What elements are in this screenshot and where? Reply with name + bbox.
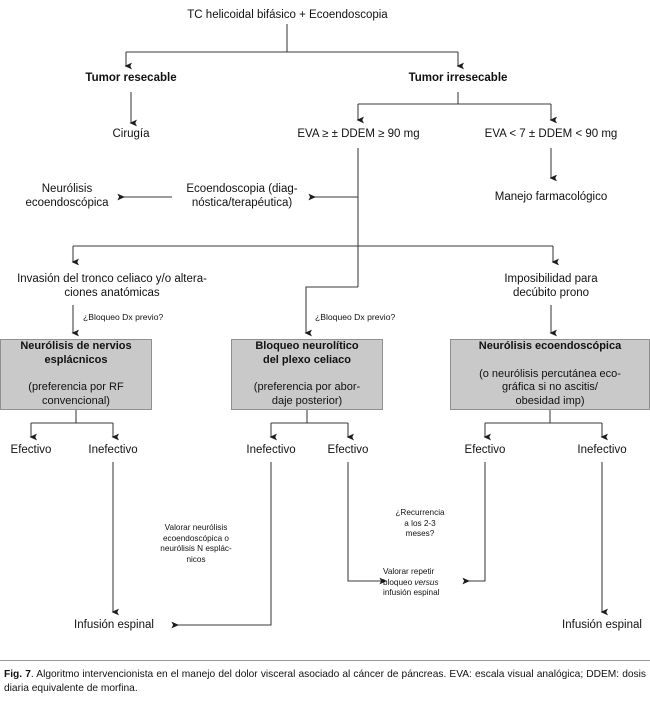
figure-caption: Fig. 7. Algoritmo intervencionista en el…: [0, 660, 650, 697]
annotation-recurrencia: ¿Recurrencia a los 2-3 meses?: [395, 508, 445, 539]
box-neurolisis-esplacnicos-head: Neurólisis de nervios esplácnicos: [20, 339, 132, 366]
outcome-right-efectivo: Efectivo: [464, 444, 506, 456]
node-cirugia: Cirugía: [112, 128, 150, 140]
node-invasion-tronco-celiaco: Invasión del tronco celiaco y/o altera- …: [17, 273, 207, 300]
figure-caption-text: . Algoritmo intervencionista en el manej…: [4, 669, 646, 695]
valorar-repetir-line3: infusión espinal: [383, 588, 440, 598]
outcome-mid-inefectivo: Inefectivo: [246, 444, 296, 456]
node-root: TC helicoidal bifásico + Ecoendoscopia: [187, 9, 388, 21]
outcome-mid-efectivo: Efectivo: [327, 444, 369, 456]
label-bloqueo-dx-previo-left: ¿Bloqueo Dx previo?: [83, 312, 164, 322]
valorar-repetir-line2-pre: bloqueo: [383, 577, 415, 587]
box-neurolisis-eco-head: Neurólisis ecoendoscópica: [478, 339, 622, 352]
box-neurolisis-esplacnicos-body: (preferencia por RF convencional): [28, 381, 124, 408]
terminal-infusion-espinal-left: Infusión espinal: [74, 619, 154, 631]
outcome-left-efectivo: Efectivo: [10, 444, 52, 456]
annotation-valorar-neurolisis: Valorar neurólisis ecoendoscópica o neur…: [160, 523, 232, 564]
node-eva-high: EVA ≥ ± DDEM ≥ 90 mg: [297, 128, 420, 140]
box-bloqueo-plexo-head: Bloqueo neurolítico del plexo celiaco: [255, 339, 359, 366]
node-imposibilidad-decubito-prono: Imposibilidad para decúbito prono: [504, 273, 598, 300]
node-manejo-farmacologico: Manejo farmacológico: [494, 191, 608, 203]
valorar-repetir-line2-emphasis: versus: [414, 577, 439, 587]
node-ecoendoscopia-diagnostica: Ecoendoscopia (diag- nóstica/terapéutica…: [186, 183, 298, 210]
figure-number: Fig. 7: [4, 669, 31, 680]
terminal-infusion-espinal-right: Infusión espinal: [562, 619, 642, 631]
box-bloqueo-plexo-body: (preferencia por abor- daje posterior): [253, 381, 361, 408]
box-bloqueo-neurolitico-plexo-celiaco[interactable]: Bloqueo neurolítico del plexo celiaco (p…: [231, 339, 383, 410]
box-neurolisis-ecoendoscopica[interactable]: Neurólisis ecoendoscópica (o neurólisis …: [450, 339, 650, 410]
node-neurolisis-ecoendoscopica-label: Neurólisis ecoendoscópica: [25, 183, 109, 210]
node-eva-low: EVA < 7 ± DDEM < 90 mg: [484, 128, 618, 140]
annotation-valorar-repetir: Valorar repetir bloqueo versus infusión …: [383, 567, 467, 599]
valorar-repetir-line1: Valorar repetir: [383, 567, 435, 576]
outcome-right-inefectivo: Inefectivo: [577, 444, 627, 456]
box-neurolisis-eco-body: (o neurólisis percutánea eco- gráfica si…: [479, 367, 621, 408]
outcome-left-inefectivo: Inefectivo: [88, 444, 138, 456]
node-tumor-resecable: Tumor resecable: [85, 72, 177, 84]
box-neurolisis-nervios-esplacnicos[interactable]: Neurólisis de nervios esplácnicos (prefe…: [0, 339, 152, 410]
label-bloqueo-dx-previo-mid: ¿Bloqueo Dx previo?: [315, 312, 396, 322]
node-tumor-irresecable: Tumor irresecable: [408, 72, 508, 84]
